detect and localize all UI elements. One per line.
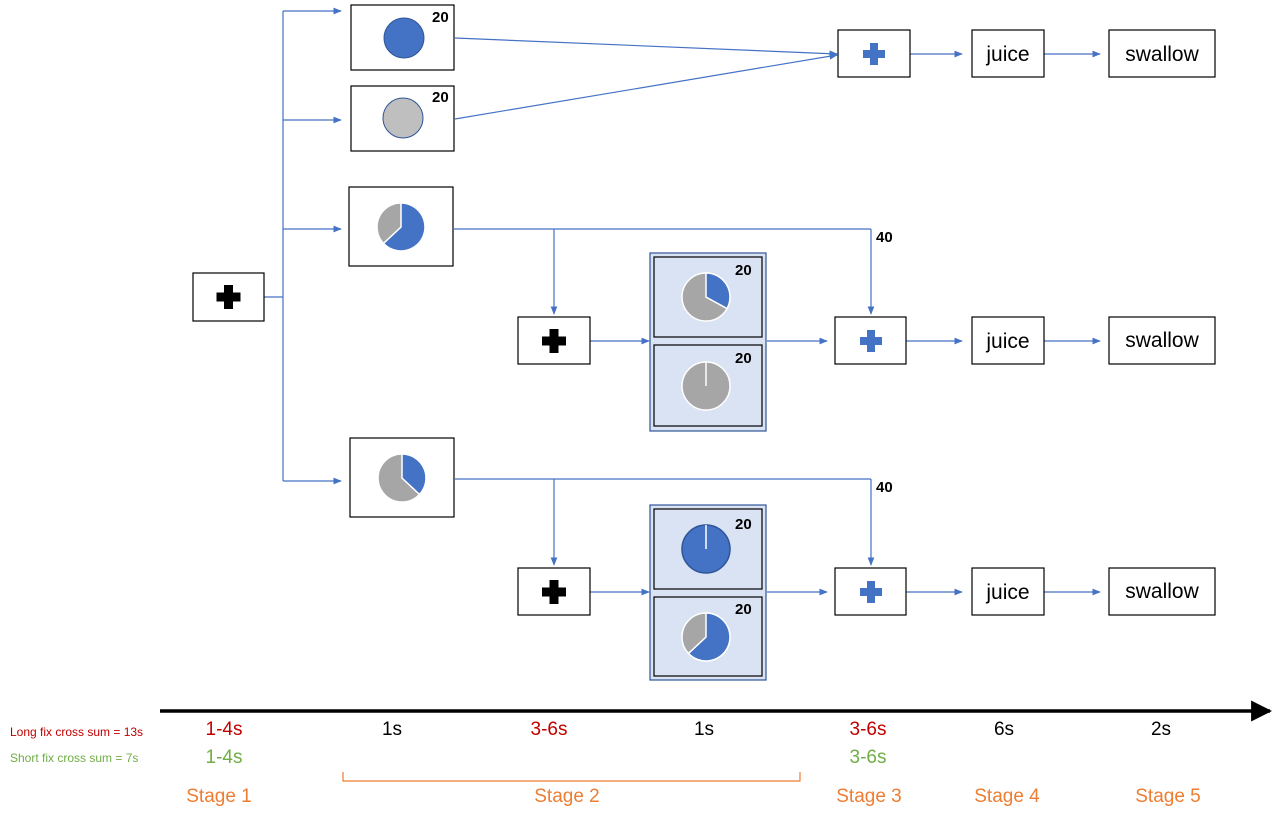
pie-chart-icon (681, 524, 731, 574)
pie-blue-wedge (401, 453, 427, 496)
stage-label: Stage 4 (974, 786, 1040, 807)
pie-base (383, 17, 425, 59)
duration-stage4: 6s (994, 719, 1014, 740)
row3-choice-panel: 20 20 (649, 504, 767, 681)
row1-swallow-box: swallow (1108, 29, 1216, 78)
blue-cross-icon (860, 581, 882, 603)
reward-amount: 20 (735, 350, 752, 367)
stage-label: Stage 2 (534, 786, 600, 807)
reward-amount: 20 (432, 89, 449, 106)
row2-go-cue (834, 316, 907, 365)
reward-amount: 20 (735, 262, 752, 279)
row2-choice-panel: 20 20 (649, 252, 767, 432)
juice-label: juice (985, 43, 1029, 66)
start-fixation-screen (192, 272, 265, 322)
row2-offer (348, 186, 454, 267)
duration-stage3-long: 3-6s (850, 719, 887, 740)
pie-blue-wedge (705, 272, 731, 310)
duration-stage2-choice: 3-6s (531, 719, 568, 740)
row3-go-cue (834, 567, 907, 616)
pie-blue-wedge (382, 202, 426, 252)
row2-juice-box: juice (971, 316, 1045, 365)
pie-chart-icon (681, 272, 731, 322)
duration-stage2-fixation: 1s (382, 719, 402, 740)
row2-swallow-box: swallow (1108, 316, 1216, 365)
stage2-bracket (342, 772, 801, 782)
reward-amount: 40 (876, 479, 893, 496)
black-cross-icon (542, 580, 566, 604)
row3-offer (349, 437, 455, 518)
stage-label: Stage 1 (186, 786, 252, 807)
pie-base (382, 97, 424, 139)
black-cross-icon (542, 329, 566, 353)
swallow-label: swallow (1125, 580, 1199, 603)
pie-chart-icon (681, 361, 731, 411)
long-fix-label: Long fix cross sum = 13s (10, 725, 143, 739)
duration-stage2-hold: 1s (694, 719, 714, 740)
reward-amount: 40 (876, 229, 893, 246)
duration-stage3-short: 3-6s (850, 747, 887, 768)
row3-fixation (517, 567, 591, 616)
short-fix-label: Short fix cross sum = 7s (10, 751, 138, 765)
row3-swallow-box: swallow (1108, 567, 1216, 616)
blue-cross-icon (860, 330, 882, 352)
reward-amount: 20 (735, 601, 752, 618)
reward-amount: 20 (735, 516, 752, 533)
juice-label: juice (985, 330, 1029, 353)
pie-chart-icon (377, 453, 427, 503)
black-cross-icon (216, 285, 241, 309)
row1-offer-b: 20 (350, 85, 455, 152)
reward-amount: 20 (432, 9, 449, 26)
pie-chart-icon (376, 202, 426, 252)
pie-chart-icon (681, 612, 731, 662)
row3-juice-box: juice (971, 567, 1045, 616)
row1-juice-box: juice (971, 29, 1045, 78)
row1-offer-a: 20 (350, 4, 455, 71)
juice-label: juice (985, 581, 1029, 604)
connection-wires (264, 7, 1101, 596)
pie-blue-wedge (687, 612, 731, 662)
duration-stage5: 2s (1151, 719, 1171, 740)
stage-label: Stage 3 (836, 786, 902, 807)
duration-stage1-short: 1-4s (206, 747, 243, 768)
duration-stage1-long: 1-4s (206, 719, 243, 740)
row2-fixation (517, 316, 591, 365)
swallow-label: swallow (1125, 43, 1199, 66)
blue-cross-icon (863, 43, 885, 65)
stage-label: Stage 5 (1135, 786, 1201, 807)
swallow-label: swallow (1125, 329, 1199, 352)
timeline: Long fix cross sum = 13s Short fix cross… (10, 700, 1273, 807)
pie-chart-icon (383, 17, 425, 59)
pie-chart-icon (382, 97, 424, 139)
row1-go-cue (837, 29, 911, 78)
